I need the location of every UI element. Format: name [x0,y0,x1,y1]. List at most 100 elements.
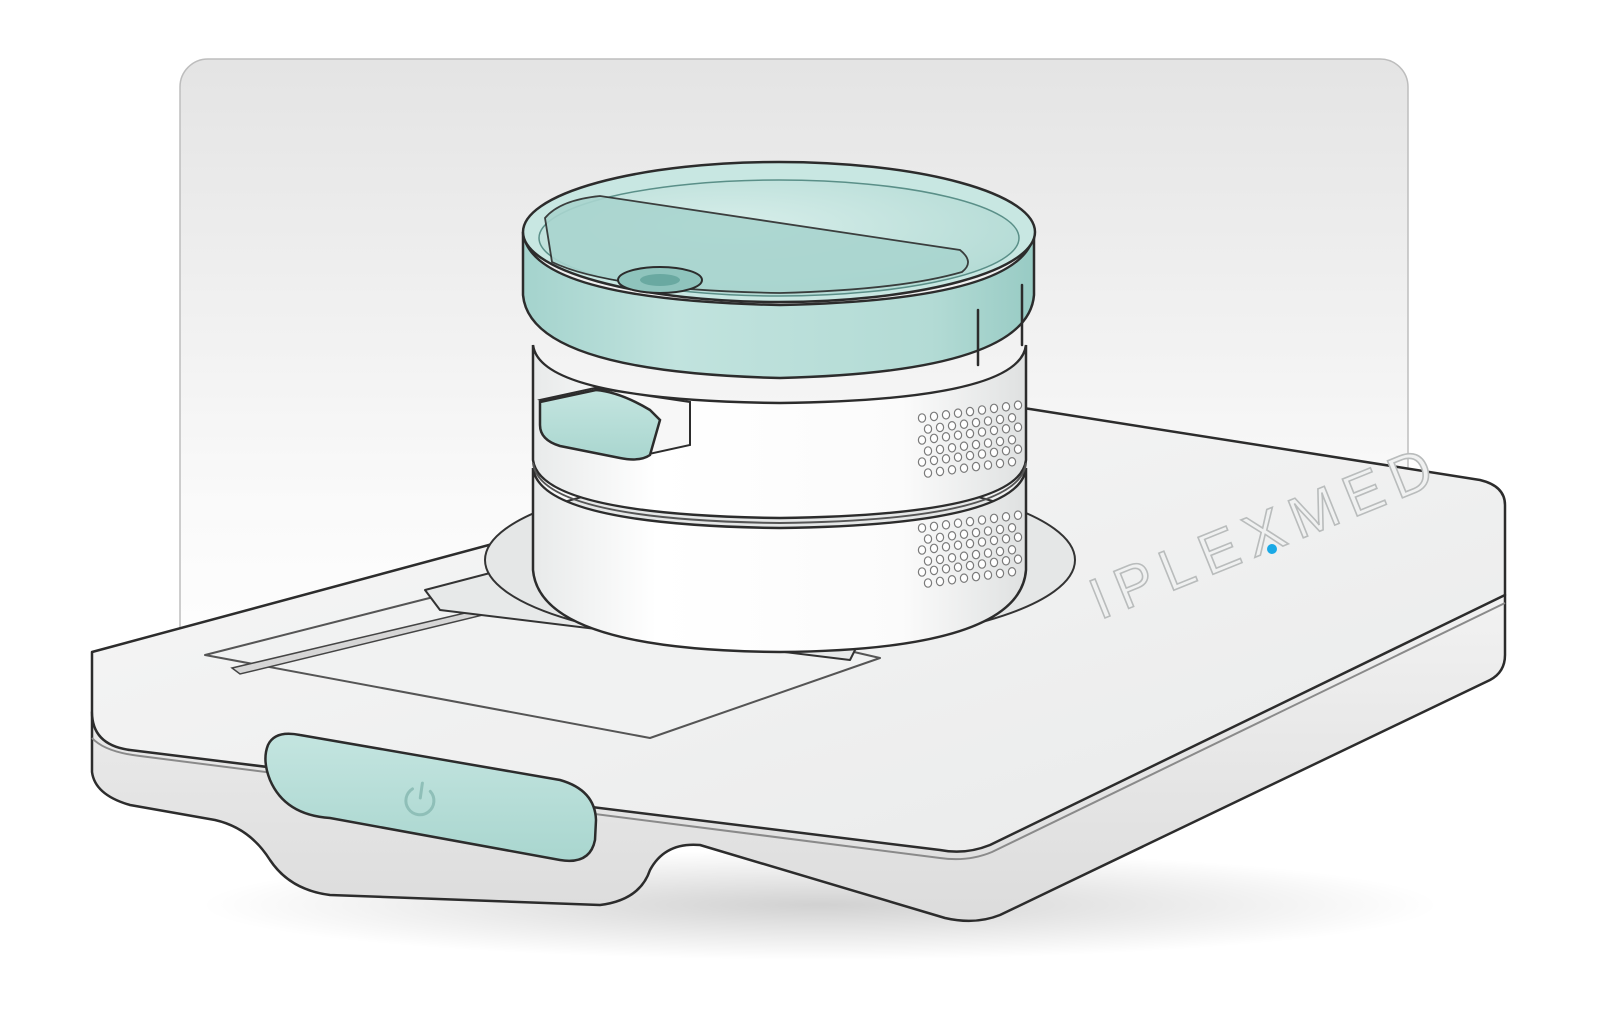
status-indicator-light [1267,544,1277,554]
vent-hole [917,545,927,555]
vent-hole [923,424,933,434]
vent-hole [941,431,951,442]
vent-hole [923,556,933,566]
vent-hole [1013,510,1023,520]
cylinder-lower-ring [531,467,1028,654]
vent-hole [1007,522,1017,533]
vent-hole [941,519,951,530]
vent-hole [917,567,927,577]
vent-hole [1001,423,1011,434]
vent-hole [935,422,945,433]
vent-hole [935,532,945,543]
vent-hole [983,548,993,558]
vent-holes-upper [917,400,1023,478]
vent-hole [959,441,969,451]
vent-hole [995,546,1005,557]
vent-hole [953,408,963,418]
power-icon [404,781,436,817]
vent-hole [989,403,999,414]
vent-holes-lower [917,510,1023,588]
cartridge-tab[interactable] [538,388,662,461]
vent-hole [947,530,957,541]
vent-hole [929,433,939,444]
vent-hole [923,468,933,478]
power-button[interactable] [264,732,598,863]
vent-hole [929,543,939,554]
vent-hole [989,535,999,546]
tray-recess [204,574,881,739]
vent-hole [947,552,957,563]
vent-hole [977,537,987,547]
vent-hole [959,551,969,561]
vent-hole [989,557,999,568]
vent-hole [959,419,969,429]
base-parting-line [91,602,1506,861]
vent-hole [1013,532,1023,542]
vent-hole [947,442,957,453]
vent-hole [923,534,933,544]
vent-hole [989,425,999,436]
vent-hole [977,427,987,437]
vent-hole [983,460,993,470]
vent-hole [1001,401,1011,412]
vent-hole [971,549,981,560]
vent-hole [1001,533,1011,544]
vent-hole [989,447,999,458]
vent-hole [995,568,1005,579]
vent-hole [959,529,969,539]
vent-hole [983,416,993,426]
vent-hole [935,554,945,565]
vent-hole [929,455,939,466]
vent-hole [983,526,993,536]
vent-hole [1007,566,1017,577]
vent-hole [917,457,927,467]
vent-hole [941,453,951,464]
vent-hole [947,420,957,431]
vent-hole [1013,554,1023,564]
vent-hole [977,405,987,415]
vent-hole [917,413,927,423]
ring-groove [532,462,1027,525]
vent-hole [965,428,975,439]
vent-hole [983,570,993,580]
vent-hole [959,573,969,583]
vent-hole [977,449,987,459]
vent-hole [1013,422,1023,432]
vent-hole [1007,434,1017,445]
vent-hole [917,435,927,445]
vent-hole [983,438,993,448]
vent-hole [953,518,963,528]
vent-hole [965,560,975,571]
vent-hole [977,559,987,569]
vent-hole [947,464,957,475]
vent-hole [971,527,981,538]
vent-hole [995,524,1005,535]
vent-hole [923,446,933,456]
vent-hole [995,414,1005,425]
vent-hole [1013,444,1023,454]
vent-hole [971,461,981,472]
vent-hole [935,444,945,455]
vent-hole [959,463,969,473]
vent-hole [947,574,957,585]
vent-hole [929,411,939,422]
vent-hole [977,515,987,525]
vent-hole [1001,555,1011,566]
vent-hole [965,516,975,527]
vent-hole [941,563,951,574]
vent-hole [929,521,939,532]
vent-hole [1013,400,1023,410]
vent-hole [971,571,981,582]
vent-hole [995,436,1005,447]
mint-cap-side [521,231,1036,380]
vent-hole [953,562,963,572]
vent-hole [935,466,945,477]
vent-hole [989,513,999,524]
vent-hole [971,439,981,450]
sample-port-inner [640,274,680,286]
vent-hole [1007,544,1017,555]
vent-hole [995,458,1005,469]
vent-hole [953,452,963,462]
